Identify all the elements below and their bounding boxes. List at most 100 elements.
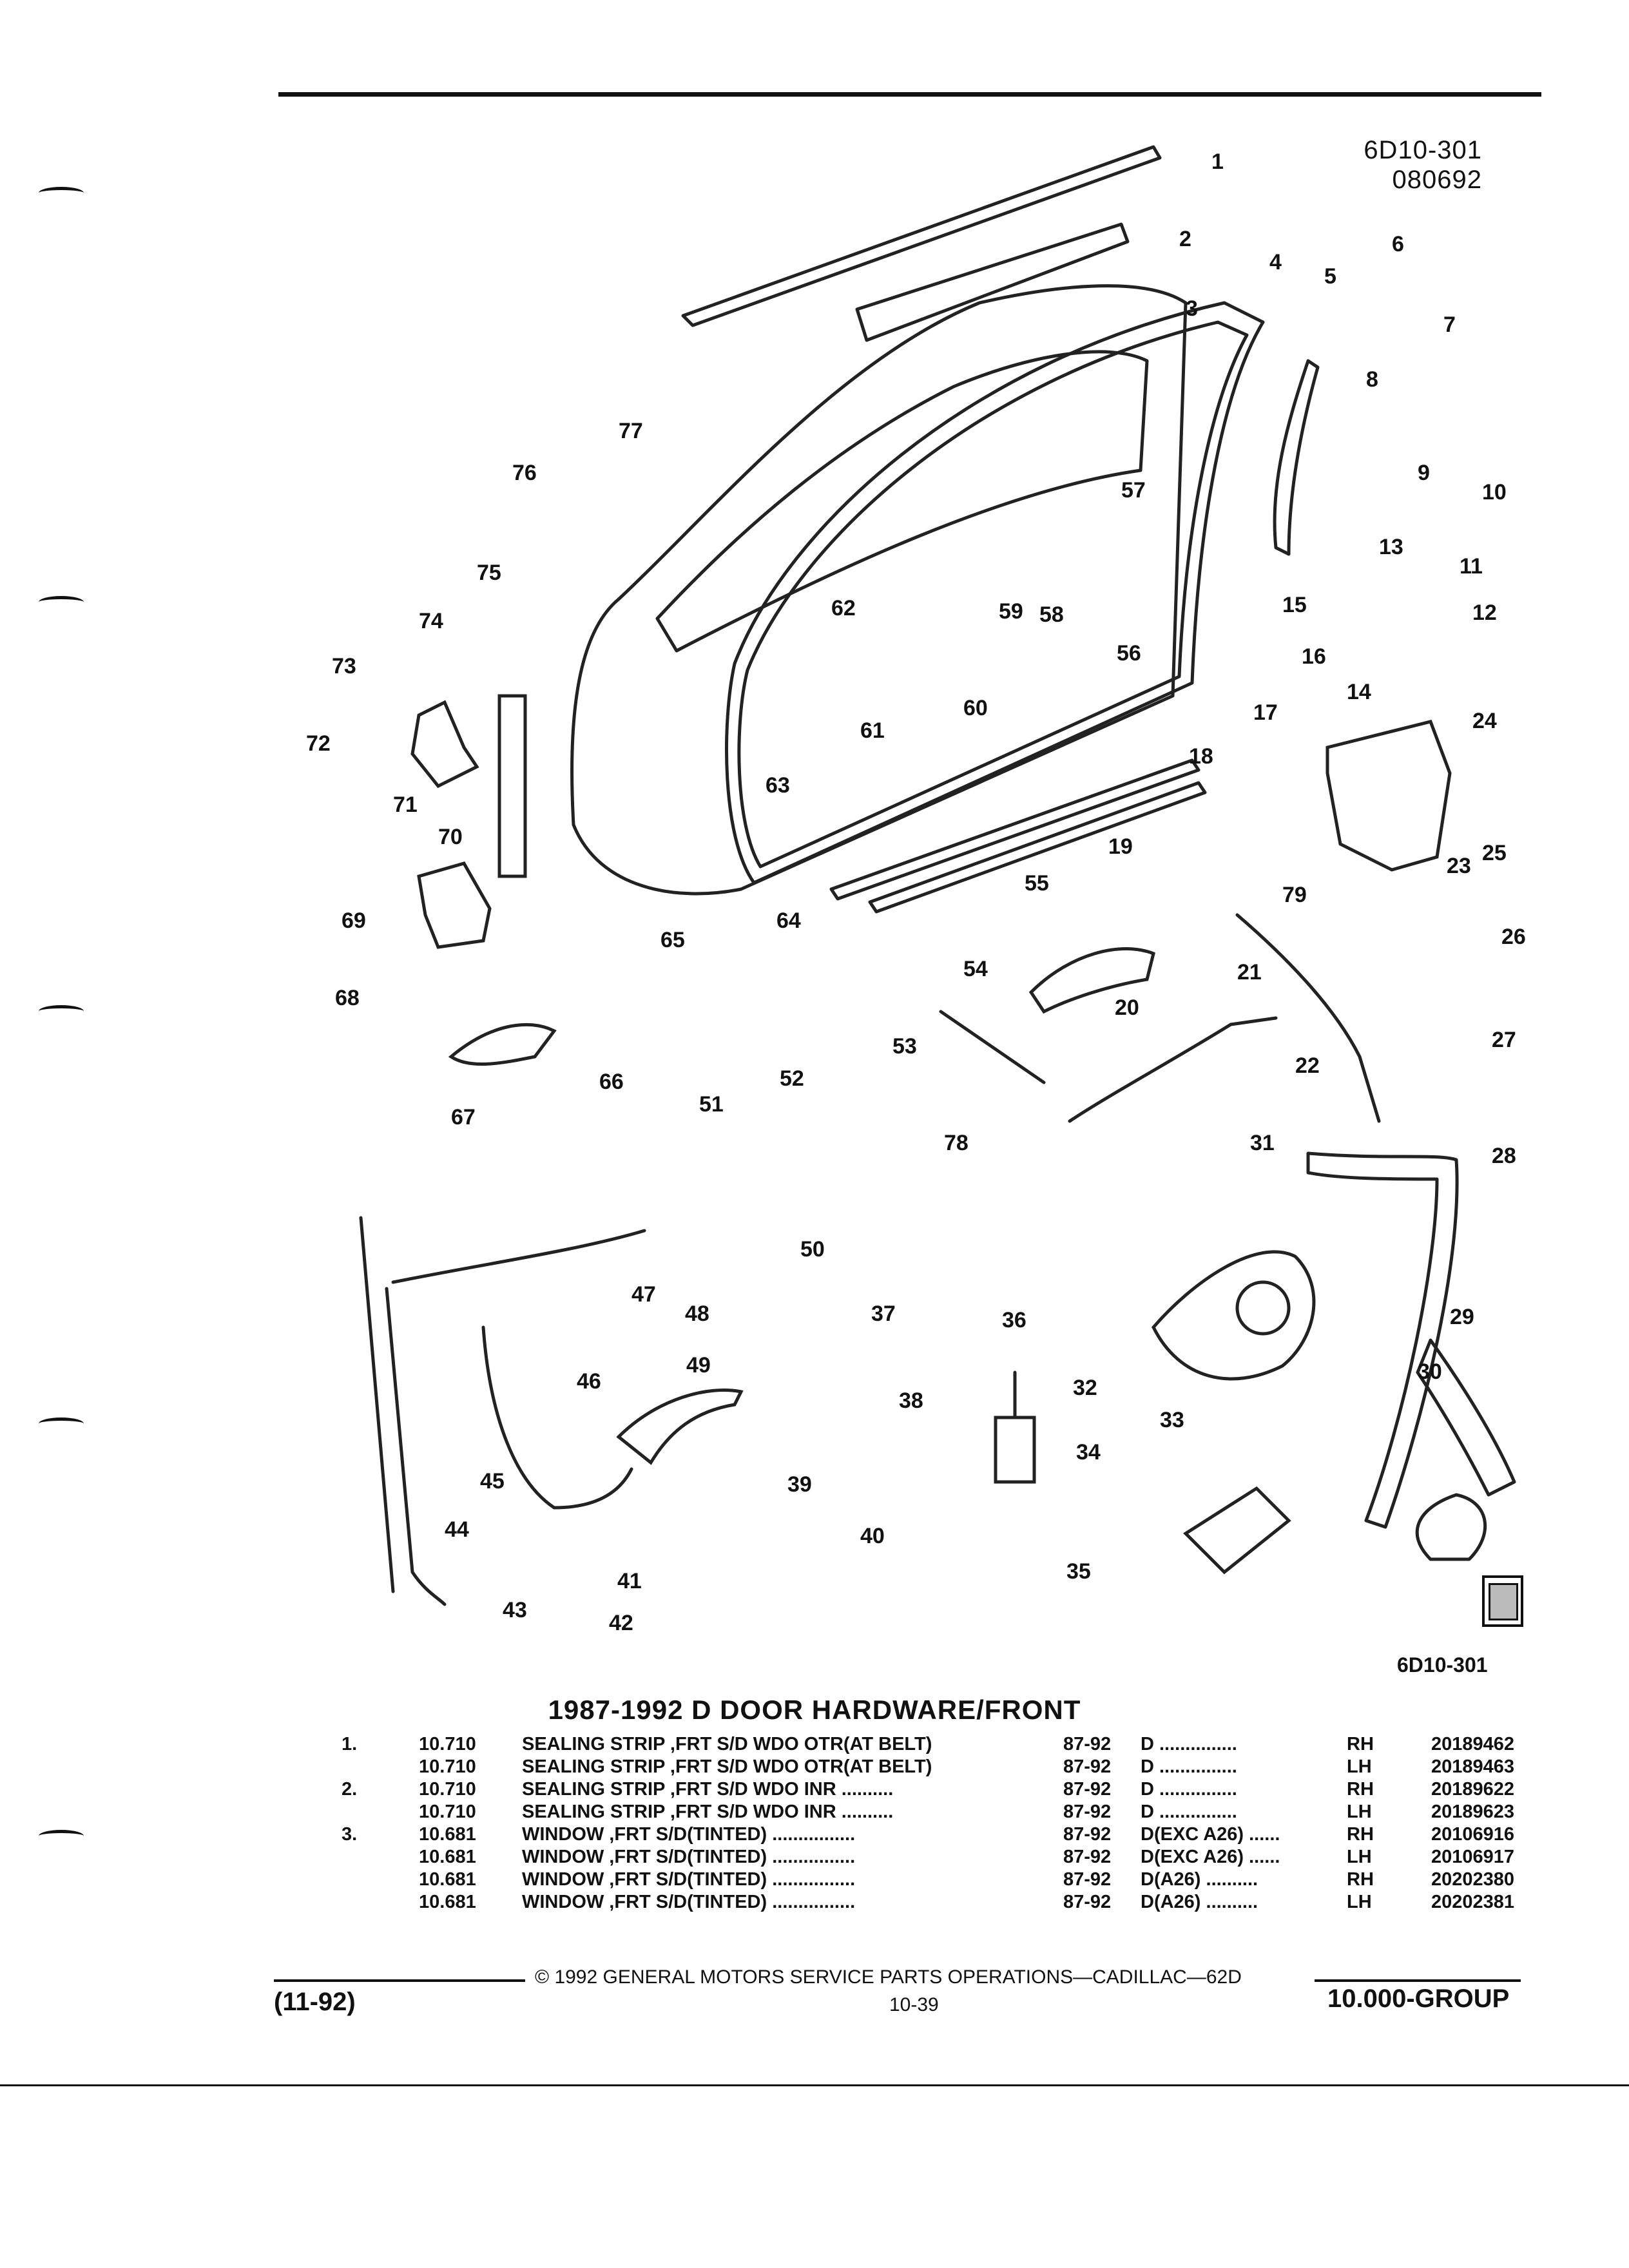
callout: 24 [1472, 709, 1497, 733]
callout: 22 [1295, 1053, 1320, 1078]
page-number: 10-39 [889, 1994, 939, 2015]
outside-handle [616, 1389, 744, 1465]
callout: 37 [871, 1302, 896, 1326]
callout: 61 [860, 718, 885, 743]
parts-cell-item: 2. [342, 1779, 358, 1800]
figure-code: 6D10-301 [1364, 136, 1482, 164]
callout: 23 [1447, 854, 1471, 878]
sealing-strip-inner [855, 222, 1130, 342]
callout: 26 [1501, 925, 1526, 949]
figure-id: 6D10-301 [1397, 1653, 1488, 1677]
margin-mark [39, 1005, 84, 1017]
callout: 42 [609, 1611, 633, 1635]
parts-cell-model: D(EXC A26) ...... [1141, 1847, 1280, 1867]
callout: 57 [1121, 478, 1146, 503]
parts-cell-side: LH [1347, 1847, 1372, 1867]
parts-cell-group: 10.710 [419, 1756, 476, 1777]
callout: 4 [1269, 250, 1282, 274]
callout-labels: 1 2 3 4 5 6 7 8 9 10 11 12 13 14 15 16 1… [306, 149, 1526, 1635]
parts-cell-years: 87-92 [1063, 1892, 1112, 1912]
parts-cell-item: 3. [342, 1824, 358, 1845]
parts-cell-group: 10.710 [419, 1802, 476, 1822]
callout: 2 [1179, 227, 1191, 251]
callout: 15 [1282, 593, 1307, 617]
callout: 36 [1002, 1308, 1027, 1332]
inside-handle [1028, 947, 1155, 1014]
regulator-cable [1416, 1338, 1516, 1497]
parts-cell-group: 10.681 [419, 1892, 476, 1912]
parts-cell-part: 20189622 [1431, 1779, 1514, 1800]
parts-cell-model: D(A26) .......... [1141, 1892, 1258, 1912]
window-frame-seal-inner [737, 320, 1249, 869]
parts-cell-part: 20106917 [1431, 1847, 1514, 1867]
callout: 69 [342, 908, 366, 933]
group-number: 10.000-GROUP [1327, 1984, 1510, 2013]
margin-mark [39, 1830, 84, 1842]
callout: 52 [780, 1066, 804, 1091]
gm-spo-logo [1482, 1575, 1523, 1627]
parts-cell-side: RH [1347, 1779, 1374, 1800]
callout: 32 [1073, 1376, 1097, 1400]
callout: 8 [1366, 367, 1378, 392]
exploded-parts-diagram: 1 2 3 4 5 6 7 8 9 10 11 12 13 14 15 16 1… [306, 145, 1526, 1677]
sealing-strip-outer [681, 145, 1162, 327]
door-check-link [497, 694, 527, 878]
callout: 79 [1282, 883, 1307, 907]
callout: 10 [1482, 480, 1507, 505]
callout: 18 [1189, 744, 1213, 769]
callout: 33 [1160, 1408, 1184, 1432]
callout: 58 [1039, 602, 1064, 627]
belt-strip [868, 781, 1207, 914]
callout: 62 [831, 596, 856, 620]
page-title: 1987-1992 D DOOR HARDWARE/FRONT [548, 1695, 1081, 1725]
callout: 65 [660, 928, 685, 952]
callout: 16 [1302, 644, 1326, 669]
parts-cell-group: 10.681 [419, 1869, 476, 1890]
callout: 59 [999, 599, 1023, 624]
callout: 5 [1324, 264, 1336, 289]
parts-cell-years: 87-92 [1063, 1779, 1112, 1800]
parts-cell-side: RH [1347, 1869, 1374, 1890]
window-frame-seal [725, 301, 1265, 885]
window-motor [1183, 1486, 1291, 1575]
callout: 30 [1418, 1360, 1442, 1384]
footer-rule-right [1315, 1979, 1521, 1982]
parts-cell-model: D(EXC A26) ...... [1141, 1824, 1280, 1845]
parts-cell-model: D ............... [1141, 1802, 1237, 1822]
callout: 12 [1472, 601, 1497, 625]
parts-cell-part: 20189623 [1431, 1802, 1514, 1822]
callout: 56 [1117, 641, 1141, 666]
copyright: © 1992 GENERAL MOTORS SERVICE PARTS OPER… [535, 1966, 1242, 1988]
callout: 28 [1492, 1144, 1516, 1168]
callout: 35 [1066, 1559, 1091, 1584]
callout: 13 [1379, 535, 1403, 559]
parts-cell-group: 10.710 [419, 1734, 476, 1754]
top-rule [278, 92, 1541, 97]
parts-cell-desc: SEALING STRIP ,FRT S/D WDO INR .........… [522, 1779, 894, 1800]
window-glass [655, 350, 1149, 653]
callout: 50 [800, 1237, 825, 1262]
door-lower-panel [359, 1216, 646, 1606]
parts-cell-item [342, 1869, 419, 1891]
parts-cell-model: D ............... [1141, 1779, 1237, 1800]
callout: 14 [1347, 680, 1371, 704]
callout: 43 [503, 1598, 527, 1622]
callout: 67 [451, 1105, 476, 1129]
parts-cell-item [342, 1801, 419, 1823]
parts-cell-item [342, 1846, 419, 1869]
parts-cell-years: 87-92 [1063, 1869, 1112, 1890]
lock-rod [481, 1325, 633, 1510]
regulator-track [1306, 1151, 1459, 1529]
parts-cell-part: 20189462 [1431, 1734, 1514, 1754]
parts-cell-side: LH [1347, 1892, 1372, 1912]
margin-mark [39, 187, 84, 199]
callout: 76 [512, 461, 537, 485]
callout: 20 [1115, 995, 1139, 1020]
